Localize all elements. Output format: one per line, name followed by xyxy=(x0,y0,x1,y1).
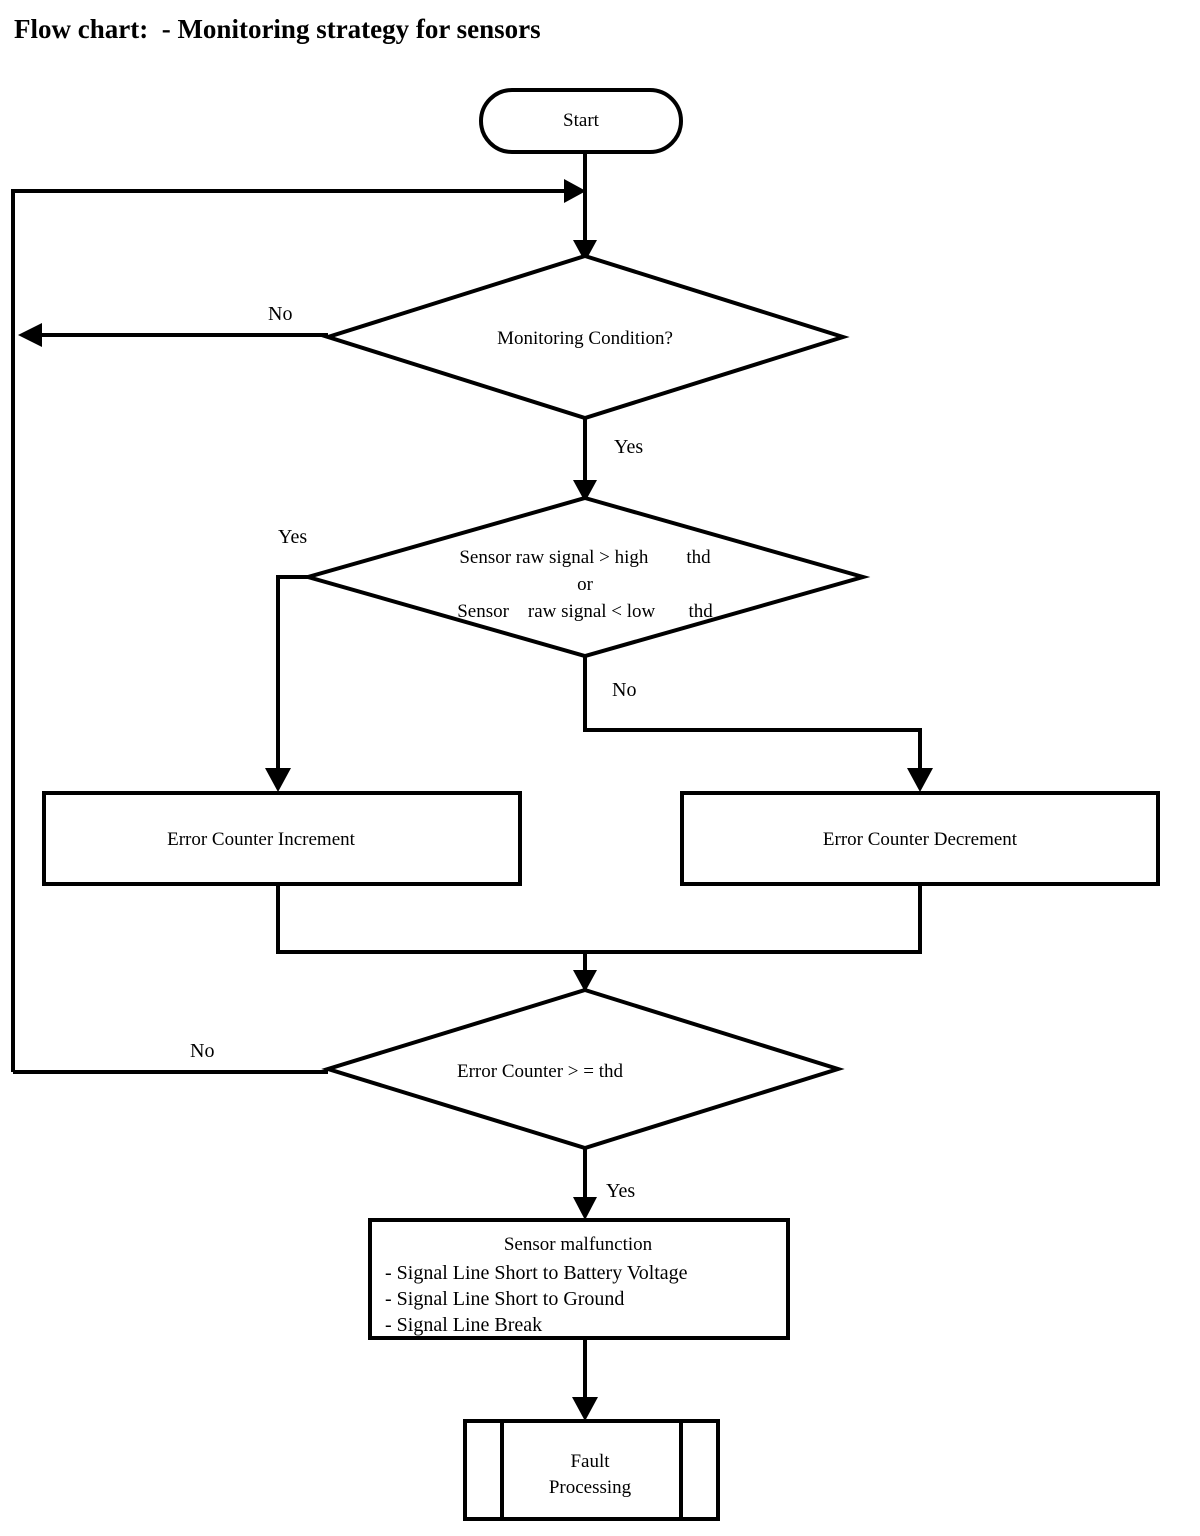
arrowhead-down xyxy=(572,1397,598,1421)
edge-label-monitoring-yes: Yes xyxy=(614,436,643,458)
node-start[interactable]: Start xyxy=(479,88,683,154)
arrowhead-down xyxy=(907,768,933,792)
connector-merge-to-error-counter xyxy=(276,884,922,992)
node-error-counter-increment[interactable]: Error Counter Increment xyxy=(42,791,522,886)
node-error-counter-decrement[interactable]: Error Counter Decrement xyxy=(680,791,1160,886)
node-sensor-malfunction-heading: Sensor malfunction xyxy=(504,1234,653,1255)
node-sensor-malfunction[interactable]: Sensor malfunction - Signal Line Short t… xyxy=(368,1218,790,1340)
connector-monitoring-no xyxy=(18,323,328,347)
node-sensor-malfunction-item-0: - Signal Line Short to Battery Voltage xyxy=(385,1262,688,1284)
node-decision-threshold[interactable]: Sensor raw signal > high thd or Sensor r… xyxy=(300,495,871,659)
connector-threshold-yes xyxy=(265,575,308,792)
arrowhead-down xyxy=(573,970,597,992)
node-decision-threshold-line2: or xyxy=(577,574,594,595)
node-decision-threshold-line1: Sensor raw signal > high thd xyxy=(459,547,711,568)
edge-label-error-counter-no: No xyxy=(190,1040,214,1062)
node-fault-processing-line1: Fault xyxy=(570,1451,610,1472)
arrowhead-down xyxy=(265,768,291,792)
arrowhead-left xyxy=(18,323,42,347)
edge-label-error-counter-yes: Yes xyxy=(606,1180,635,1202)
page-title: Flow chart: - Monitoring strategy for se… xyxy=(14,14,541,44)
connector-start-to-monitoring xyxy=(573,152,597,262)
arrowhead-right xyxy=(564,179,586,203)
node-error-counter-decrement-label: Error Counter Decrement xyxy=(823,829,1018,850)
node-error-counter-increment-label: Error Counter Increment xyxy=(167,829,356,850)
node-sensor-malfunction-item-1: - Signal Line Short to Ground xyxy=(385,1288,624,1310)
node-decision-monitoring[interactable]: Monitoring Condition? xyxy=(321,253,850,421)
arrowhead-down xyxy=(573,240,597,262)
arrowhead-down xyxy=(573,480,597,502)
connector-error-counter-yes xyxy=(573,1148,597,1220)
edge-label-threshold-yes: Yes xyxy=(278,526,307,548)
node-fault-processing-line2: Processing xyxy=(549,1477,632,1498)
edge-label-monitoring-no: No xyxy=(268,303,292,325)
connector-feedback-loop-left xyxy=(11,179,586,1072)
connector-monitoring-yes xyxy=(573,418,597,502)
node-decision-error-counter[interactable]: Error Counter > = thd xyxy=(321,987,845,1151)
node-decision-error-counter-label: Error Counter > = thd xyxy=(457,1061,624,1082)
node-sensor-malfunction-item-2: - Signal Line Break xyxy=(385,1314,542,1336)
edge-label-threshold-no: No xyxy=(612,679,636,701)
node-decision-monitoring-label: Monitoring Condition? xyxy=(497,328,673,349)
node-decision-threshold-line3: Sensor raw signal < low thd xyxy=(457,601,713,622)
connector-threshold-no xyxy=(583,656,933,792)
arrowhead-down xyxy=(573,1197,597,1220)
node-start-label: Start xyxy=(563,110,600,131)
connector-malfunction-to-fault xyxy=(572,1338,598,1421)
node-fault-processing[interactable]: Fault Processing xyxy=(463,1419,720,1521)
